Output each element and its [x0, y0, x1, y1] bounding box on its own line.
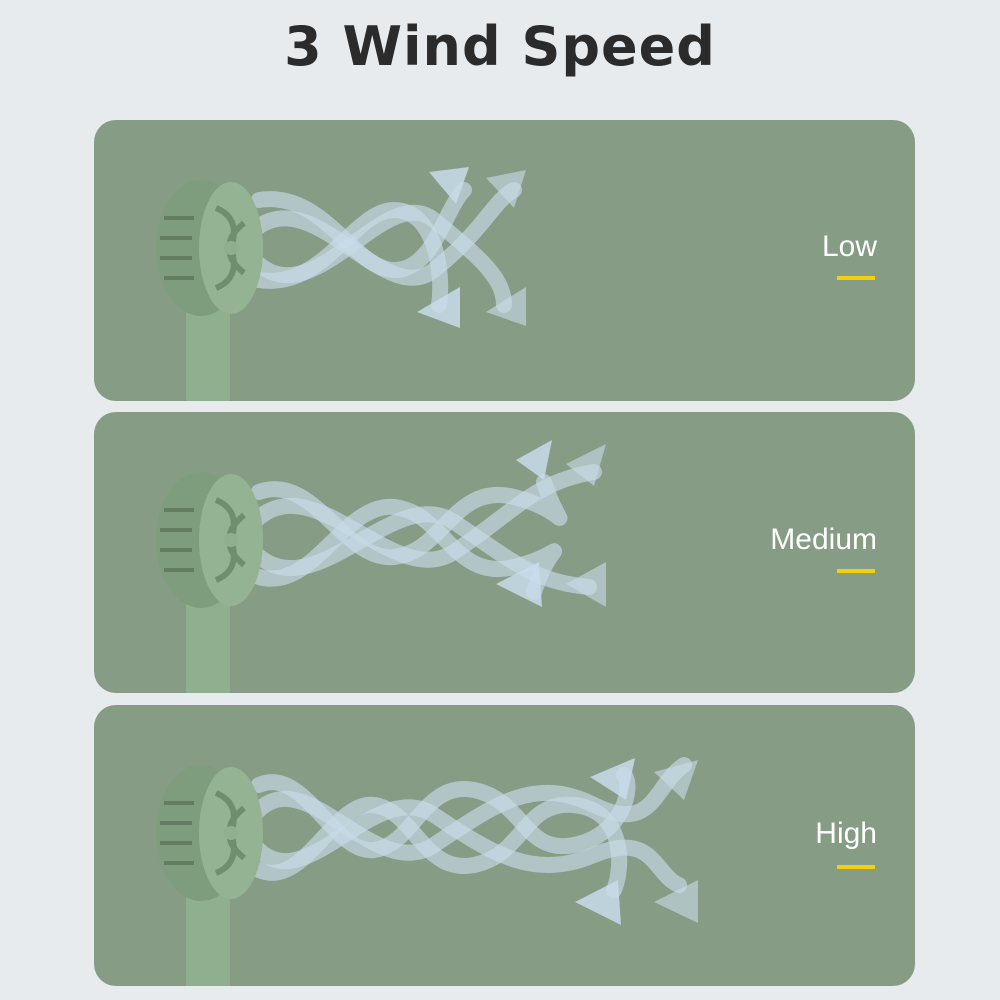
speed-panel-high: High [94, 705, 915, 986]
handheld-fan-icon [156, 180, 263, 401]
airflow-wave-icon [246, 167, 526, 328]
speed-panel-medium: Medium [94, 412, 915, 693]
handheld-fan-icon [156, 765, 263, 986]
handheld-fan-icon [156, 472, 263, 693]
speed-underline [837, 276, 875, 280]
speed-panel-low: Low [94, 120, 915, 401]
airflow-wave-icon [246, 440, 606, 607]
speed-underline [837, 865, 875, 869]
airflow-wave-icon [246, 757, 698, 925]
speed-label-medium: Medium [770, 523, 877, 556]
speed-label-low: Low [821, 230, 877, 263]
speed-underline [837, 569, 875, 573]
speed-label-high: High [815, 817, 877, 850]
page-title: 3 Wind Speed [284, 15, 716, 78]
